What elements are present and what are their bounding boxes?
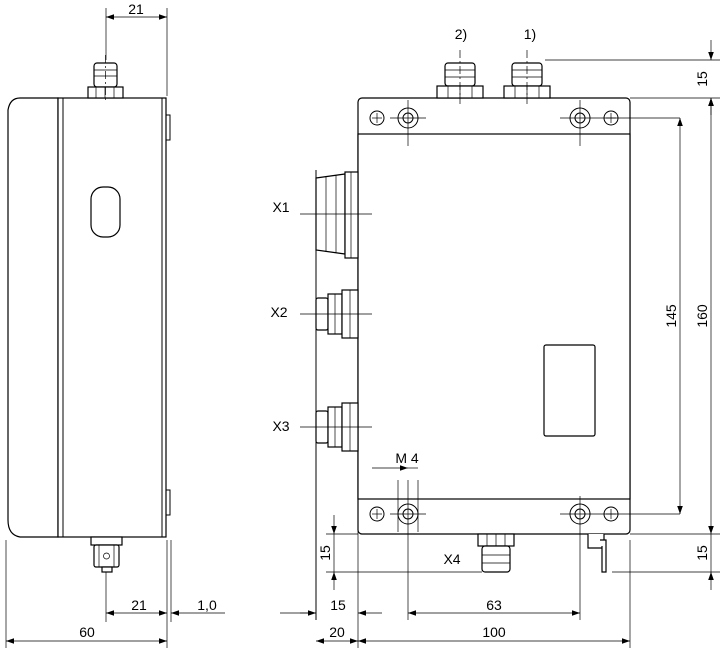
- side-bottom-connector: [90, 536, 123, 573]
- top-connector-1: [503, 50, 551, 104]
- dim-hole-spacing: 145: [663, 304, 679, 328]
- connector-x3: [300, 402, 372, 452]
- dim-x4-offset: 15: [317, 545, 333, 561]
- label-x2: X2: [270, 304, 287, 320]
- dim-top-margin: 15: [694, 71, 710, 87]
- dim-side-depth: 60: [79, 624, 95, 640]
- connector-x1: [300, 171, 372, 259]
- thread-callout: M 4: [395, 450, 419, 466]
- dim-left-offset: 15: [330, 597, 346, 613]
- dim-total-left: 20: [329, 624, 345, 640]
- dim-bottom-margin: 15: [694, 545, 710, 561]
- front-housing: [357, 133, 631, 500]
- connector-x2: [300, 289, 372, 339]
- label-window: [543, 344, 596, 437]
- dim-hole-pitch: 63: [486, 597, 502, 613]
- dim-width: 100: [482, 624, 506, 640]
- note-2: 2): [455, 26, 467, 42]
- note-1: 1): [524, 26, 536, 42]
- mounting-hole-top-right: [560, 100, 680, 146]
- side-view: 21 21 1,0 60: [5, 1, 225, 648]
- connector-x4: [477, 533, 515, 573]
- label-x3: X3: [272, 418, 289, 434]
- front-view: 2) 1) X1 X2: [270, 26, 720, 648]
- dim-side-bottom-width: 21: [131, 597, 147, 613]
- side-top-connector: [87, 55, 124, 102]
- label-x4: X4: [443, 551, 460, 567]
- side-lid: [57, 97, 167, 538]
- dim-side-top-width: 21: [128, 1, 144, 17]
- dim-side-offset: 1,0: [197, 597, 217, 613]
- earth-clip: [587, 534, 607, 573]
- label-x1: X1: [272, 199, 289, 215]
- top-connector-2: [436, 50, 484, 104]
- dim-height: 160: [694, 304, 710, 328]
- mounting-hole-bottom-right: [560, 496, 680, 620]
- mounting-hole-top-left: [390, 100, 426, 146]
- side-window: [90, 186, 121, 238]
- side-housing: [7, 97, 59, 538]
- screw-icon: [369, 110, 619, 522]
